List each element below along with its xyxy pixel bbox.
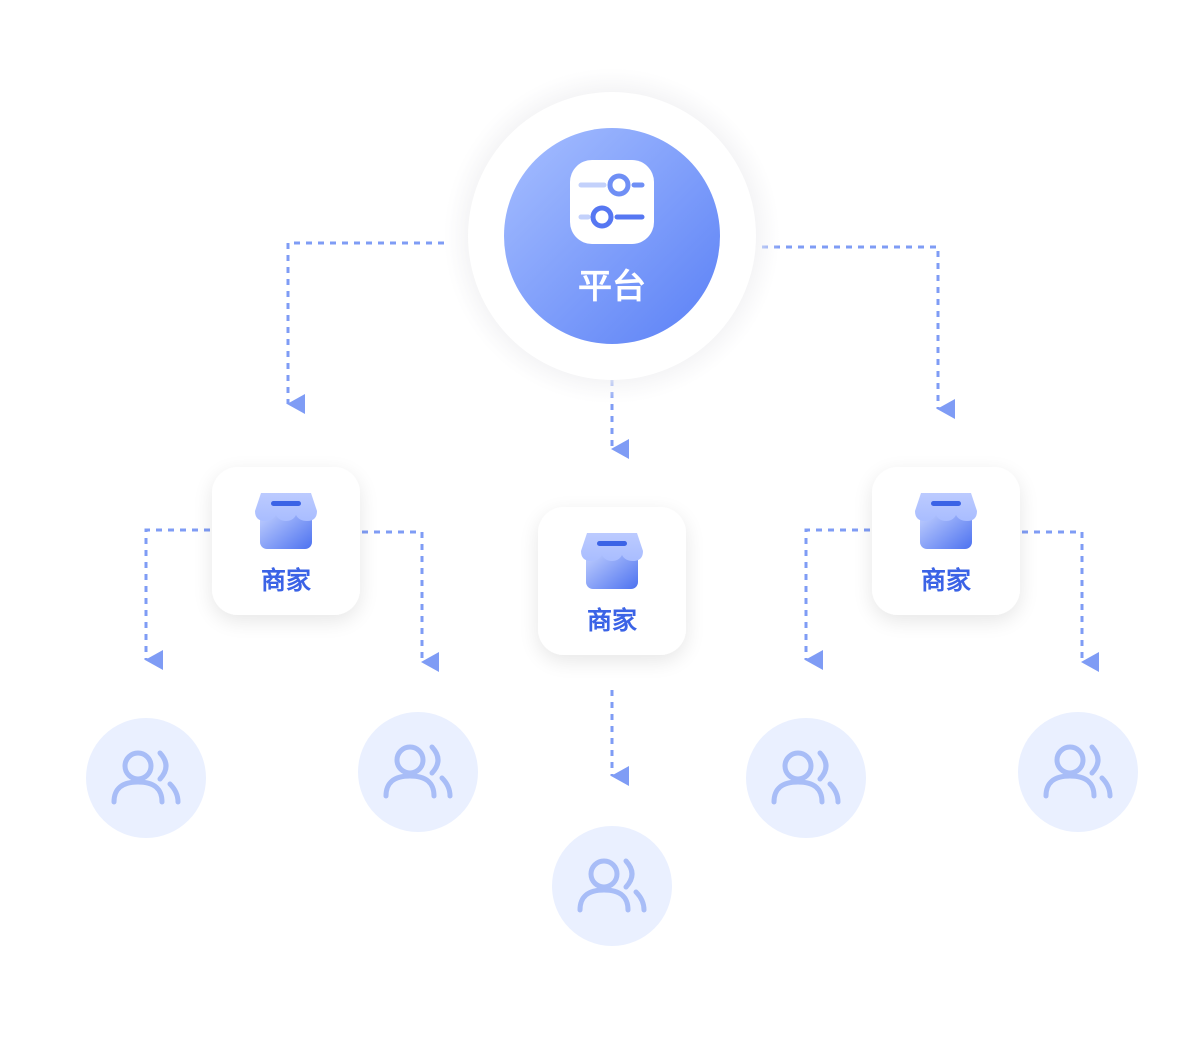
connectors (144, 241, 1099, 786)
platform-label: 平台 (578, 267, 646, 307)
merchant-label: 商家 (921, 566, 971, 595)
merchant-label: 商家 (261, 566, 311, 595)
merchant-label: 商家 (587, 606, 637, 635)
connector-merchant-left-user-1 (144, 528, 210, 670)
user-node (552, 826, 672, 946)
user-node (746, 718, 866, 838)
users-icon (577, 858, 647, 913)
sliders-icon (570, 160, 654, 244)
user-node (1018, 712, 1138, 832)
store-icon (581, 533, 643, 589)
user-node (86, 718, 206, 838)
users-icon (111, 750, 181, 805)
merchant-card: 商家 (538, 507, 686, 655)
users-icon (1043, 744, 1113, 799)
store-icon (255, 493, 317, 549)
store-icon (915, 493, 977, 549)
platform-node: 平台 (444, 68, 780, 404)
user-node (358, 712, 478, 832)
users-icon (771, 750, 841, 805)
users-icon (383, 744, 453, 799)
connector-merchant-right-user-4 (804, 528, 870, 670)
connector-platform-merchant-right (762, 245, 955, 419)
connector-merchant-left-user-2 (362, 530, 439, 672)
connector-merchant-right-user-5 (1022, 530, 1099, 672)
connector-platform-merchant-left (286, 241, 444, 414)
merchant-card: 商家 (872, 467, 1020, 615)
merchant-card: 商家 (212, 467, 360, 615)
